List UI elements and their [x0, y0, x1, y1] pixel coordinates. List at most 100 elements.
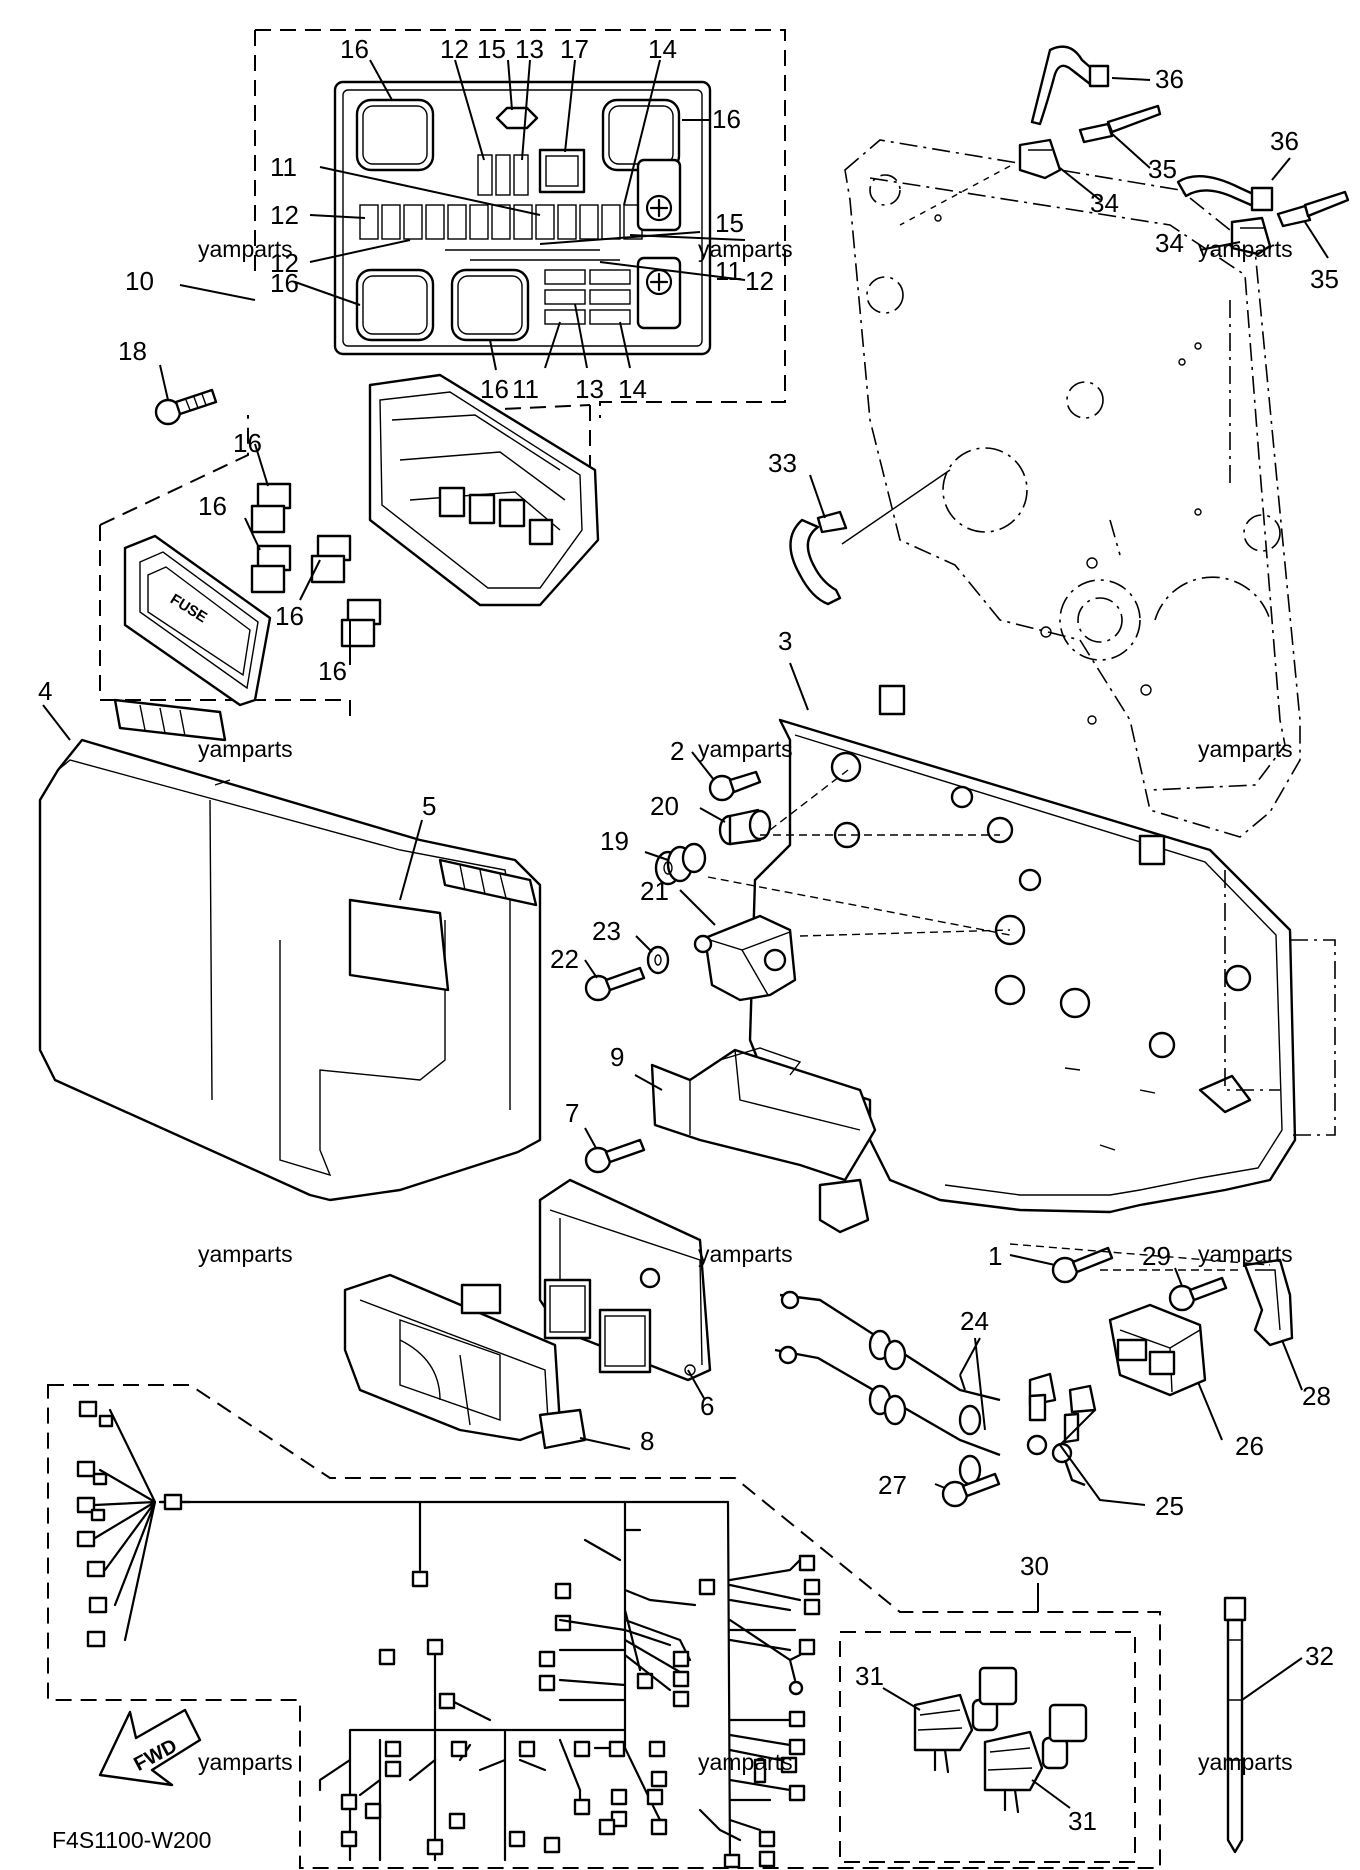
- callout-14: 14: [618, 374, 647, 404]
- callout-numbers: 16 12 15 13 17 14 16 11 12 15 12 11 10 1…: [38, 34, 1339, 1836]
- callout-12: 12: [745, 266, 774, 296]
- watermark: yamparts: [198, 1749, 293, 1775]
- ecu-6: [538, 1178, 712, 1382]
- callout-31: 31: [855, 1661, 884, 1691]
- callout-5: 5: [422, 791, 436, 821]
- callout-22: 22: [550, 944, 579, 974]
- callout-16: 16: [275, 601, 304, 631]
- watermark: yamparts: [1198, 1241, 1293, 1267]
- callout-27: 27: [878, 1470, 907, 1500]
- callout-34: 34: [1155, 228, 1184, 258]
- callout-30: 30: [1020, 1551, 1049, 1581]
- callout-34: 34: [1090, 188, 1119, 218]
- watermark: yamparts: [698, 736, 793, 762]
- callout-12: 12: [270, 248, 299, 278]
- cable-tie-36-right: [1176, 175, 1274, 212]
- callout-12: 12: [440, 34, 469, 64]
- callout-2: 2: [670, 736, 684, 766]
- grommet-19: [654, 842, 707, 886]
- relay-26: [1108, 1303, 1207, 1397]
- callout-11: 11: [270, 152, 297, 182]
- callout-36: 36: [1155, 64, 1184, 94]
- sensor-21: [693, 914, 797, 1002]
- watermark: yamparts: [698, 1241, 793, 1267]
- bracket-9: [650, 1047, 877, 1234]
- coupler-31-lower: [983, 1703, 1088, 1814]
- bolt-7: [584, 1138, 646, 1174]
- bolt-18: [154, 388, 218, 426]
- callout-6: 6: [700, 1391, 714, 1421]
- callout-36: 36: [1270, 126, 1299, 156]
- forward-arrow: FWD: [98, 1708, 202, 1787]
- watermark: yamparts: [698, 1749, 793, 1775]
- bolt-27: [941, 1472, 1001, 1508]
- cover-4: [38, 698, 542, 1202]
- callout-19: 19: [600, 826, 629, 856]
- callout-18: 18: [118, 336, 147, 366]
- base-plate-3: [748, 684, 1297, 1214]
- watermark: yamparts: [1198, 1749, 1293, 1775]
- callout-3: 3: [778, 626, 792, 656]
- lead-wires: [774, 1290, 1097, 1487]
- washer-23: [646, 945, 670, 975]
- callout-16: 16: [233, 428, 262, 458]
- callout-7: 7: [565, 1098, 579, 1128]
- watermarks: yamparts yamparts yamparts yamparts yamp…: [198, 236, 1293, 1775]
- cable-tie-36-top: [1030, 45, 1110, 126]
- pin-35-right: [1276, 190, 1350, 228]
- callout-21: 21: [640, 876, 669, 906]
- pin-35-top: [1078, 104, 1162, 144]
- cable-tie-32: [1223, 1596, 1247, 1854]
- callout-16: 16: [480, 374, 509, 404]
- fuse-box-inset: [254, 29, 786, 418]
- watermark: yamparts: [1198, 236, 1293, 262]
- callout-16: 16: [270, 268, 299, 298]
- callout-12: 12: [270, 200, 299, 230]
- watermark: yamparts: [1198, 736, 1293, 762]
- callout-24: 24: [960, 1306, 989, 1336]
- callout-28: 28: [1302, 1381, 1331, 1411]
- coupler-31-upper: [913, 1666, 1018, 1774]
- bolt-1: [1051, 1246, 1114, 1284]
- callout-8: 8: [640, 1426, 654, 1456]
- callout-31: 31: [1068, 1806, 1097, 1836]
- bolt-22: [584, 966, 646, 1002]
- bolt-29: [1168, 1276, 1228, 1312]
- callout-25: 25: [1155, 1491, 1184, 1521]
- callout-29: 29: [1142, 1241, 1171, 1271]
- clamp-34-top: [1018, 138, 1062, 180]
- callout-9: 9: [610, 1042, 624, 1072]
- diagram-code: F4S1100-W200: [52, 1827, 211, 1853]
- callout-11: 11: [512, 374, 539, 404]
- watermark: yamparts: [198, 1241, 293, 1267]
- bolt-2: [708, 770, 762, 802]
- relay-16: [250, 482, 382, 648]
- clamp-34-right: [1230, 216, 1272, 256]
- callout-13: 13: [575, 374, 604, 404]
- callout-35: 35: [1148, 154, 1177, 184]
- fuse-box-assembly: [99, 364, 600, 718]
- callout-13: 13: [515, 34, 544, 64]
- callout-15: 15: [477, 34, 506, 64]
- callout-20: 20: [650, 791, 679, 821]
- callout-32: 32: [1305, 1641, 1334, 1671]
- callout-1: 1: [988, 1241, 1002, 1271]
- callout-15: 15: [715, 208, 744, 238]
- callout-11: 11: [715, 256, 742, 286]
- sub-harness-box: [839, 1631, 1136, 1863]
- callout-16: 16: [318, 656, 347, 686]
- cover-8: [343, 1273, 587, 1450]
- grommet-33: [789, 469, 951, 606]
- callout-26: 26: [1235, 1431, 1264, 1461]
- callout-17: 17: [560, 34, 589, 64]
- callout-10: 10: [125, 266, 154, 296]
- callout-16: 16: [712, 104, 741, 134]
- callout-4: 4: [38, 676, 52, 706]
- bracket-28: [1243, 1258, 1294, 1347]
- callout-35: 35: [1310, 264, 1339, 294]
- watermark: yamparts: [198, 736, 293, 762]
- collar-20: [718, 808, 772, 846]
- watermark: yamparts: [198, 236, 293, 262]
- callout-23: 23: [592, 916, 621, 946]
